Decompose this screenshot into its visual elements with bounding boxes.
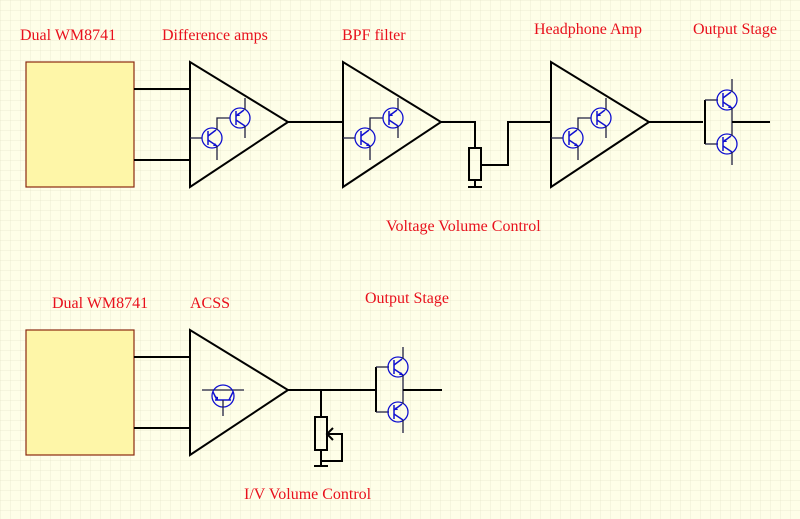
difference-amp-triangle [189, 60, 290, 189]
top-dac-block [25, 61, 135, 188]
voltage-volume-pot [441, 121, 551, 188]
bottom-dac-label: Dual WM8741 [52, 295, 149, 312]
top-dac-label: Dual WM8741 [20, 27, 117, 44]
difference-amps-label: Difference amps [162, 27, 268, 44]
transistor-icon [382, 107, 404, 129]
difference-amp-transistors [190, 98, 251, 160]
voltage-volume-control-label: Voltage Volume Control [386, 218, 541, 235]
transistor-icon [562, 127, 584, 149]
bottom-dac-block [25, 329, 135, 456]
bpf-transistors [343, 98, 404, 160]
acss-label: ACSS [190, 295, 231, 312]
bottom-output-stage [375, 347, 442, 433]
transistor-icon [354, 127, 376, 149]
transistor-icon [201, 127, 223, 149]
headphone-amp-label: Headphone Amp [534, 21, 642, 38]
bottom-output-stage-label: Output Stage [365, 290, 449, 307]
bpf-triangle [342, 60, 443, 189]
bpf-filter-label: BPF filter [342, 27, 406, 44]
potentiometer-icon [314, 416, 328, 451]
transistor-icon [716, 89, 738, 111]
iv-volume-control-label: I/V Volume Control [244, 486, 372, 503]
top-output-stage [649, 79, 770, 165]
iv-volume-pot [288, 389, 376, 467]
transistor-icon [590, 107, 612, 129]
transistor-icon [229, 107, 251, 129]
transistor-icon [387, 401, 409, 423]
headphone-amp-triangle [550, 60, 651, 189]
headphone-amp-transistors [551, 98, 612, 160]
acss-transistor [202, 384, 244, 416]
potentiometer-icon [468, 147, 482, 181]
transistor-icon [387, 356, 409, 378]
top-output-stage-label: Output Stage [693, 21, 777, 38]
transistor-icon [716, 133, 738, 155]
acss-triangle [189, 328, 290, 457]
